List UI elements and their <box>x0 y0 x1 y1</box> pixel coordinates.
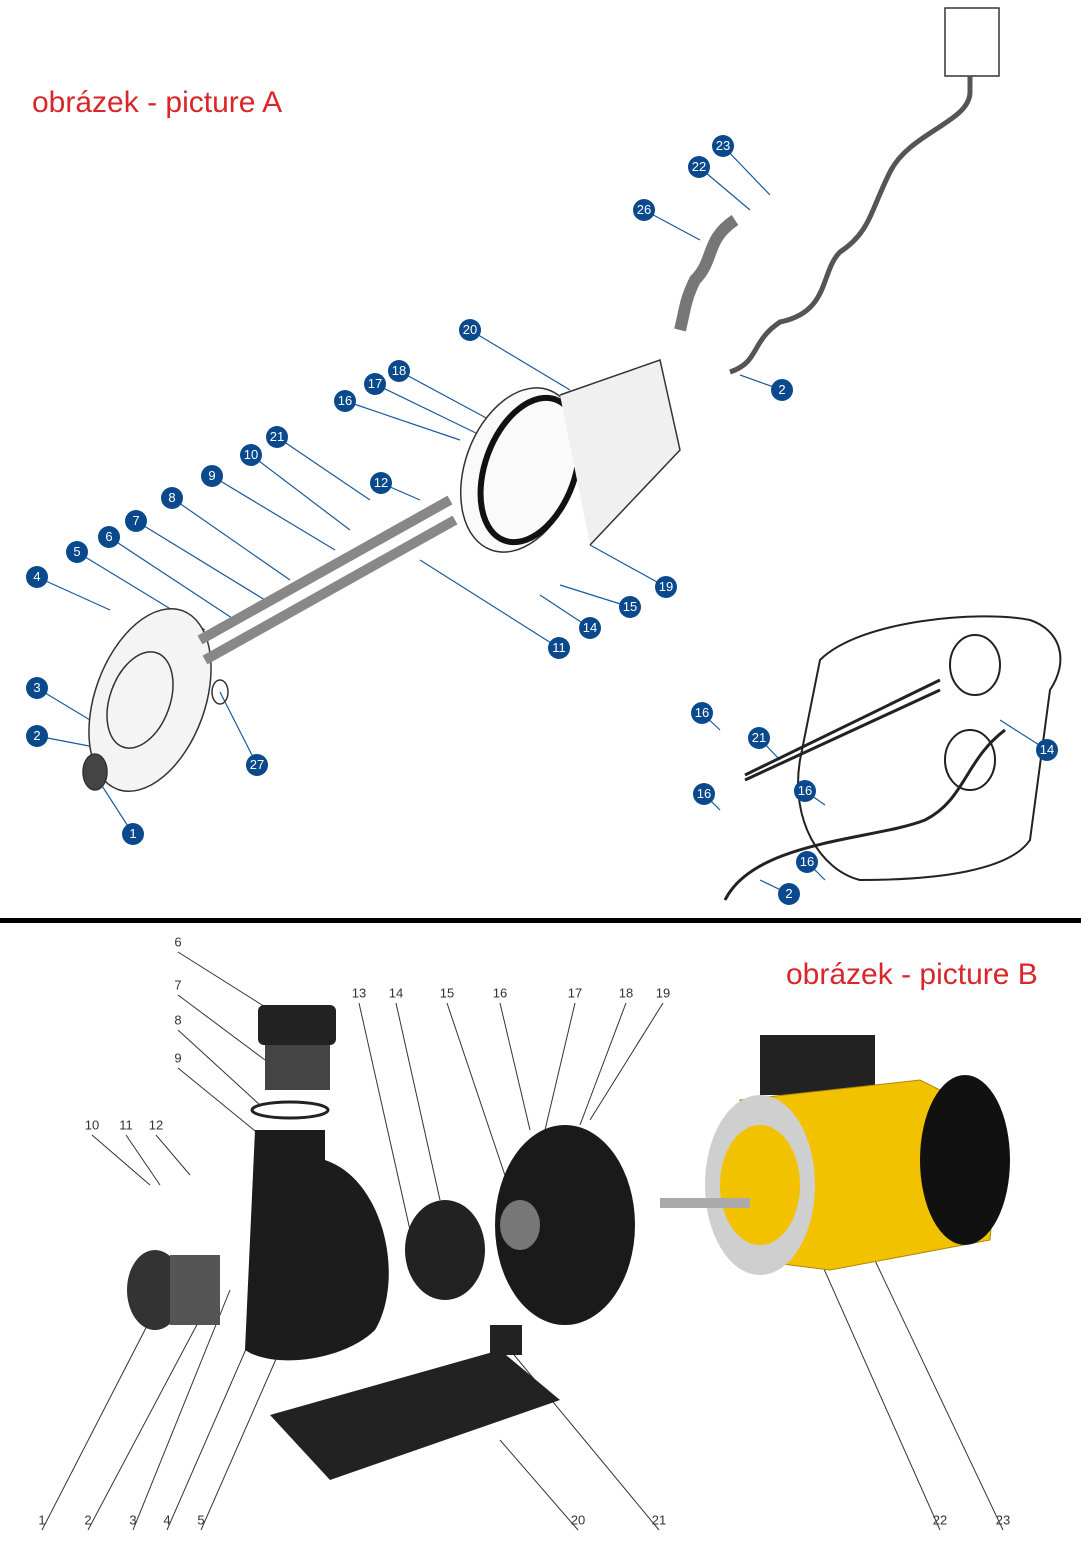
picture-a-callout-16: 16 <box>334 390 356 412</box>
picture-a-callout-18: 18 <box>388 360 410 382</box>
leader-line <box>177 1067 261 1136</box>
picture-b-callout-14: 14 <box>388 985 404 1001</box>
leader-line <box>125 1134 161 1186</box>
picture-a-callout-14: 14 <box>579 617 601 639</box>
picture-b-callout-20: 20 <box>570 1512 586 1528</box>
picture-a-callout-11: 11 <box>548 637 570 659</box>
leader-line <box>589 544 667 588</box>
picture-b-title: obrázek - picture B <box>786 958 1038 991</box>
leader-line <box>166 1339 251 1531</box>
picture-a-callout-10: 10 <box>240 444 262 466</box>
picture-b-callout-22: 22 <box>932 1512 948 1528</box>
leader-line <box>395 1002 441 1201</box>
inset-motor-housing <box>723 615 1062 901</box>
leader-line <box>698 166 751 211</box>
leader-line <box>499 1002 531 1131</box>
leader-line <box>869 1249 1004 1531</box>
picture-b-callout-19: 19 <box>655 985 671 1001</box>
picture-a-callout-2: 2 <box>26 725 48 747</box>
picture-b-callout-6: 6 <box>174 934 182 950</box>
leader-line <box>135 520 266 601</box>
picture-b-callout-12: 12 <box>148 1117 164 1133</box>
inset-callout-16: 16 <box>693 783 715 805</box>
picture-a-callout-9: 9 <box>201 465 223 487</box>
leader-line <box>469 329 571 391</box>
picture-b-callout-17: 17 <box>567 985 583 1001</box>
leader-line <box>358 1002 411 1231</box>
picture-a-callout-26: 26 <box>633 199 655 221</box>
picture-b-callout-15: 15 <box>439 985 455 1001</box>
leader-line <box>250 454 351 531</box>
leader-line <box>419 559 560 649</box>
leader-line <box>211 475 336 551</box>
inset-callout-2: 2 <box>778 883 800 905</box>
picture-a-title: obrázek - picture A <box>32 86 283 119</box>
picture-b-callout-10: 10 <box>84 1117 100 1133</box>
picture-b-callout-5: 5 <box>197 1512 205 1528</box>
leader-line <box>177 994 266 1061</box>
picture-a-callout-6: 6 <box>98 526 120 548</box>
picture-a-callout-12: 12 <box>370 472 392 494</box>
picture-a-callout-20: 20 <box>459 319 481 341</box>
picture-b-callout-13: 13 <box>351 985 367 1001</box>
leader-line <box>87 1299 211 1531</box>
picture-b-callout-21: 21 <box>651 1512 667 1528</box>
inset-callout-16: 16 <box>691 702 713 724</box>
leader-line <box>171 497 291 581</box>
leader-line <box>276 436 371 501</box>
section-divider <box>0 918 1081 923</box>
leader-line <box>819 1259 941 1531</box>
inset-callout-16: 16 <box>796 851 818 873</box>
picture-a-callout-17: 17 <box>364 373 386 395</box>
leader-line <box>544 1002 576 1131</box>
pump-parts-b <box>127 1005 1010 1480</box>
picture-a-callout-15: 15 <box>619 596 641 618</box>
picture-a-callout-1: 1 <box>122 823 144 845</box>
picture-b-callout-9: 9 <box>174 1050 182 1066</box>
picture-b-callout-18: 18 <box>618 985 634 1001</box>
leader-line <box>559 584 631 608</box>
leader-line <box>200 1349 281 1531</box>
leader-line <box>91 1134 151 1186</box>
inset-callout-16: 16 <box>794 780 816 802</box>
picture-b-callout-4: 4 <box>163 1512 171 1528</box>
leader-line <box>398 370 491 421</box>
picture-b-callout-11: 11 <box>119 1117 133 1133</box>
picture-a-callout-4: 4 <box>26 566 48 588</box>
leader-line <box>36 576 111 611</box>
inset-callout-21: 21 <box>748 727 770 749</box>
picture-b-callout-7: 7 <box>174 977 182 993</box>
leader-line <box>155 1134 191 1176</box>
leader-line <box>374 383 481 436</box>
picture-a-callout-7: 7 <box>125 510 147 532</box>
picture-a-callout-22: 22 <box>688 156 710 178</box>
leader-line <box>219 691 258 766</box>
picture-b-callout-16: 16 <box>492 985 508 1001</box>
leader-line <box>132 1289 231 1531</box>
leader-line <box>41 1319 151 1531</box>
picture-b-callout-8: 8 <box>174 1012 182 1028</box>
leader-line <box>589 1002 664 1121</box>
leader-line <box>344 400 461 441</box>
leader-line <box>499 1439 579 1531</box>
picture-b-callout-2: 2 <box>84 1512 92 1528</box>
picture-b-callout-3: 3 <box>129 1512 137 1528</box>
inset-callout-14: 14 <box>1036 739 1058 761</box>
pump-parts-a <box>82 7 1000 792</box>
leader-line <box>108 536 236 621</box>
picture-a-callout-8: 8 <box>161 487 183 509</box>
picture-a-callout-5: 5 <box>66 541 88 563</box>
leader-line <box>722 145 771 196</box>
picture-a-callout-2: 2 <box>771 379 793 401</box>
leader-line <box>579 1002 627 1126</box>
picture-b-callout-23: 23 <box>995 1512 1011 1528</box>
picture-a-callout-19: 19 <box>655 576 677 598</box>
picture-a-callout-23: 23 <box>712 135 734 157</box>
picture-a-callout-21: 21 <box>266 426 288 448</box>
leader-line <box>177 951 271 1011</box>
picture-b-callout-1: 1 <box>38 1512 46 1528</box>
leader-line <box>177 1029 261 1106</box>
picture-a-callout-27: 27 <box>246 754 268 776</box>
picture-a-callout-3: 3 <box>26 677 48 699</box>
